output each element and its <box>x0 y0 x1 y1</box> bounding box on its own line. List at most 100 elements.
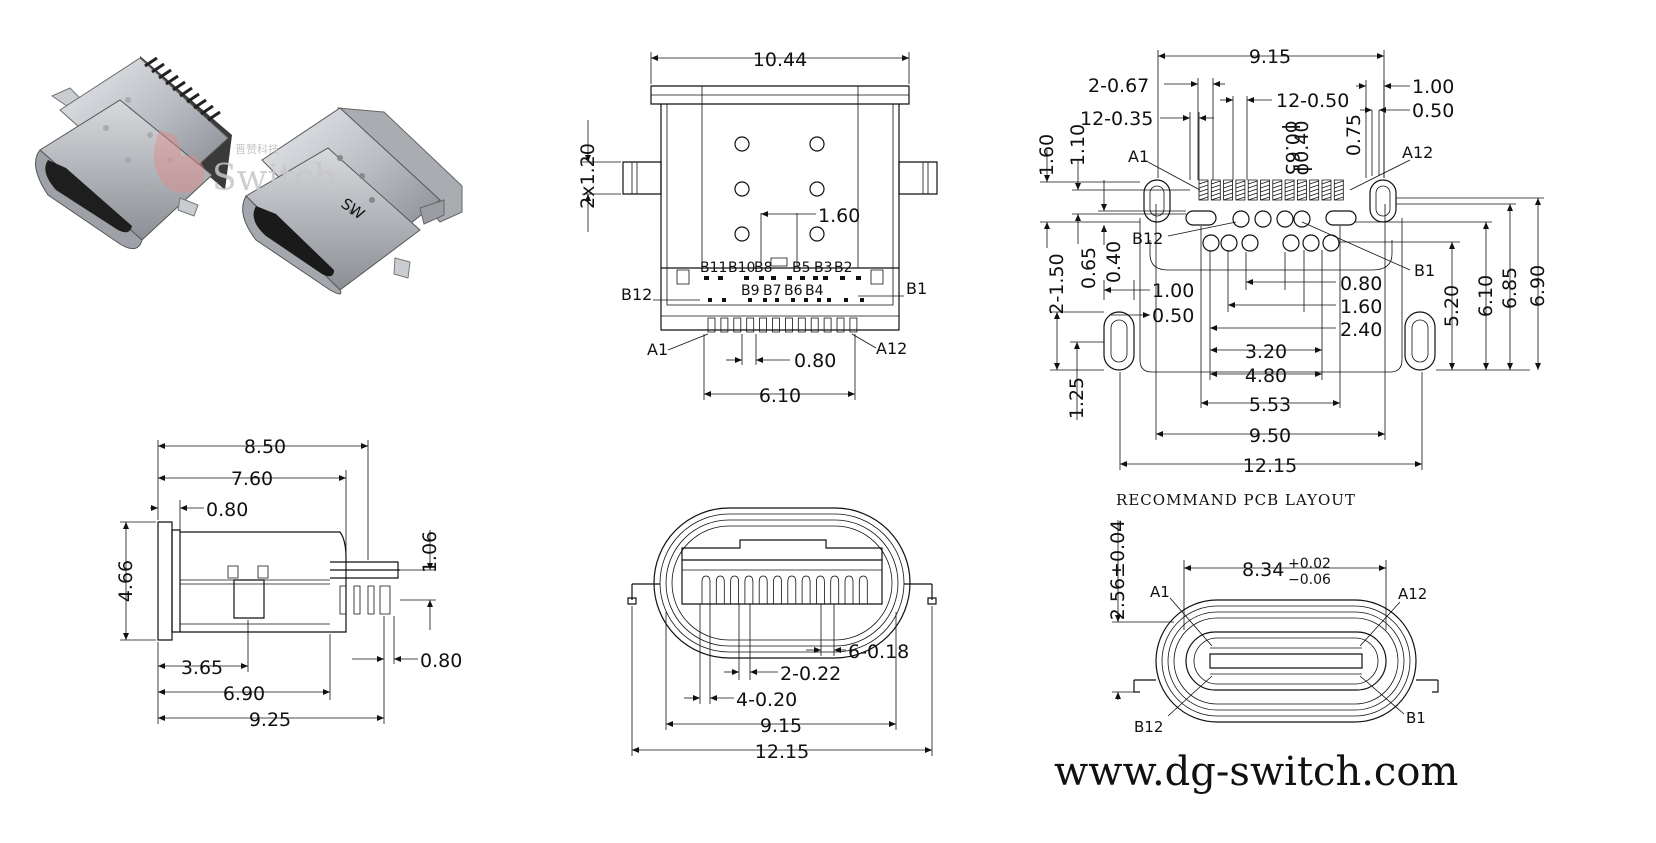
pcb-hole-upper <box>1233 211 1249 227</box>
pcb-pad-hatch <box>1273 181 1282 184</box>
front-contact <box>802 576 810 604</box>
dim-side-850: 8.50 <box>244 436 286 458</box>
pcb-pad-hatch <box>1334 197 1343 200</box>
pcb-hole-lower <box>1221 235 1237 251</box>
pcb-pad-hatch <box>1285 181 1294 184</box>
dim-front-1215: 12.15 <box>755 741 809 763</box>
dim-side-080-bottom: 0.80 <box>420 650 462 672</box>
front-contact <box>816 576 824 604</box>
top-label-b1: B1 <box>906 279 927 298</box>
pcb-hole-lower <box>1303 235 1319 251</box>
product-photo: SW Switch 晋赞科技 <box>36 56 463 294</box>
pcb-pad-hatch <box>1199 189 1208 192</box>
pcb-pad-outline <box>1261 180 1270 200</box>
side-view-drawing: 8.50 7.60 0.80 4.66 1.06 0.80 3.65 6.90 … <box>115 436 462 731</box>
dim-side-080-top: 0.80 <box>206 499 248 521</box>
dim-top-tab-height: 2x1.20 <box>577 143 599 209</box>
pcb-label-b12: B12 <box>1132 229 1163 248</box>
pcb-pad-hatch <box>1224 193 1233 196</box>
connector-photo-right: SW <box>243 108 462 294</box>
front-view-drawing: 6-0.18 2-0.22 4-0.20 9.15 12.15 <box>628 508 936 763</box>
dim-pcb-065: 0.65 <box>1078 247 1100 289</box>
dim-end-tol-plus: +0.02 <box>1288 556 1331 572</box>
pcb-pad-hatch <box>1199 185 1208 188</box>
end-label-b1: B1 <box>1406 709 1426 727</box>
top-smt-mark <box>748 298 752 302</box>
pcb-pad-hatch <box>1310 185 1319 188</box>
top-smt-mark <box>840 276 845 280</box>
pcb-pad-hatch <box>1285 189 1294 192</box>
pcb-hole-upper <box>1294 211 1310 227</box>
front-view-contacts <box>702 576 867 604</box>
dim-pcb-480: 4.80 <box>1245 365 1287 387</box>
pcb-pad-hatch <box>1322 189 1331 192</box>
dim-pcb-p160: 1.60 <box>1340 296 1382 318</box>
pcb-pad-hatch <box>1285 197 1294 200</box>
dim-pcb-075: 0.75 <box>1343 114 1365 156</box>
pcb-label-a1: A1 <box>1128 147 1149 166</box>
top-smt-mark <box>775 298 779 302</box>
pcb-through-holes <box>1203 211 1339 251</box>
pcb-pad-hatch <box>1224 197 1233 200</box>
pcb-pad-hatch <box>1199 181 1208 184</box>
pin-label-b10: B10 <box>728 260 755 276</box>
top-smt-mark <box>763 298 767 302</box>
pcb-pad-hatch <box>1297 181 1306 184</box>
top-smt-mark <box>771 276 776 280</box>
pcb-hole-lower <box>1283 235 1299 251</box>
dim-end-834: 8.34 <box>1242 559 1284 581</box>
top-view-pin-labels: B11 B10 B8 B5 B3 B2 B9 B7 B6 B4 <box>700 260 853 299</box>
pcb-pad-hatch <box>1334 181 1343 184</box>
pcb-pad-outline <box>1310 180 1319 200</box>
end-view-drawing: 8.34 +0.02 −0.06 2.56±0.04 A1 A12 B12 B1 <box>1107 520 1438 736</box>
pcb-layout-title: RECOMMAND PCB LAYOUT <box>1116 491 1356 509</box>
dim-front-2-022: 2-0.22 <box>780 663 841 685</box>
pcb-pad-outline <box>1236 180 1245 200</box>
pcb-pad-hatch <box>1261 197 1270 200</box>
dim-pcb-p080: 0.80 <box>1340 273 1382 295</box>
front-contact <box>859 576 867 604</box>
pcb-pad-hatch <box>1310 197 1319 200</box>
pcb-pad-hatch <box>1273 193 1282 196</box>
top-smt-mark <box>856 276 861 280</box>
end-label-a12: A12 <box>1398 585 1427 603</box>
pcb-pad-outline <box>1224 180 1233 200</box>
dim-top-pitch: 1.60 <box>818 205 860 227</box>
pcb-pad-hatch <box>1211 197 1220 200</box>
pin-label-b2: B2 <box>834 260 853 276</box>
pin-label-b3: B3 <box>814 260 833 276</box>
top-contact-finger <box>773 318 780 332</box>
pcb-pad-hatch <box>1224 189 1233 192</box>
pcb-pad-hatch <box>1199 193 1208 196</box>
pcb-pad-hatch <box>1211 189 1220 192</box>
pcb-pad-hatch <box>1273 185 1282 188</box>
dim-side-466: 4.66 <box>115 560 137 602</box>
pcb-pad-hatch <box>1310 193 1319 196</box>
dim-pcb-2-150: 2-1.50 <box>1046 253 1068 314</box>
pcb-pad-hatch <box>1261 193 1270 196</box>
pcb-pad-hatch <box>1248 185 1257 188</box>
front-contact <box>831 576 839 604</box>
pcb-smt-pad <box>1236 180 1245 200</box>
pcb-pad-hatch <box>1334 193 1343 196</box>
top-smt-mark <box>823 276 828 280</box>
pin-label-b4: B4 <box>805 283 824 299</box>
pcb-smt-pad-row <box>1199 180 1343 200</box>
pcb-pad-hatch <box>1211 193 1220 196</box>
pcb-pad-hatch <box>1297 197 1306 200</box>
pcb-pad-hatch <box>1211 185 1220 188</box>
top-label-a12: A12 <box>876 339 907 358</box>
pcb-pad-hatch <box>1236 181 1245 184</box>
pcb-smt-pad <box>1248 180 1257 200</box>
pin-label-b7: B7 <box>763 283 782 299</box>
pin-label-b9: B9 <box>741 283 760 299</box>
pcb-pad-hatch <box>1248 197 1257 200</box>
pcb-pad-hatch <box>1334 189 1343 192</box>
dim-top-width: 10.44 <box>753 49 807 71</box>
top-contact-finger <box>785 318 792 332</box>
top-contact-finger <box>850 318 857 332</box>
top-contact-finger <box>708 318 715 332</box>
top-label-b12: B12 <box>621 285 652 304</box>
dim-side-690: 6.90 <box>223 683 265 705</box>
